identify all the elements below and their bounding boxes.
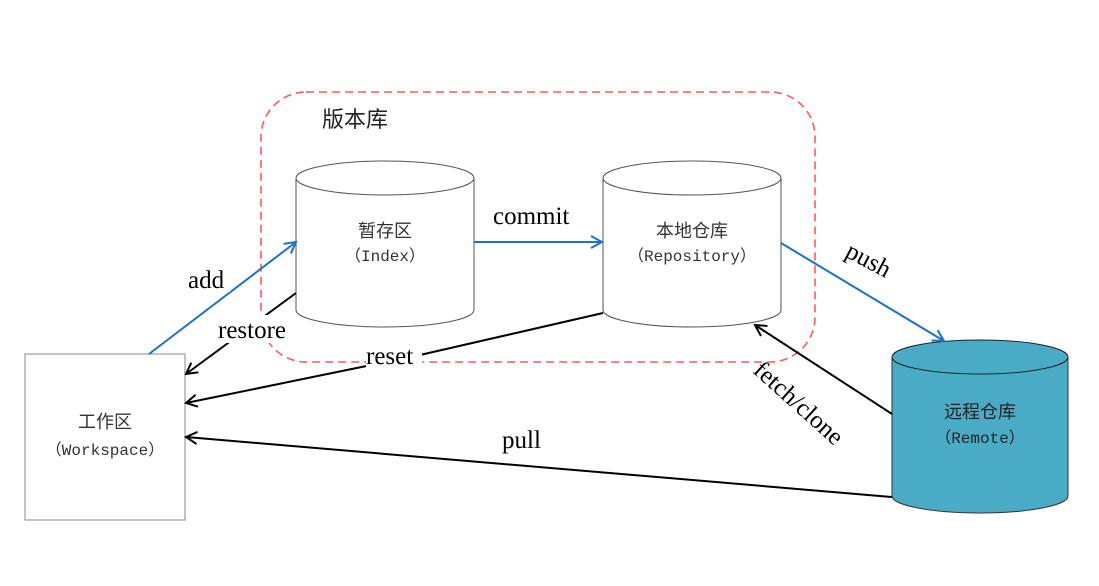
workspace-node: 工作区 （Workspace） — [24, 353, 186, 521]
fetch-clone-arrow — [755, 325, 893, 415]
index-sub: （Index） — [345, 247, 425, 266]
push-arrow — [780, 242, 944, 341]
restore-label: restore — [218, 317, 286, 344]
workspace-sub: （Workspace） — [46, 441, 164, 460]
pull-label: pull — [502, 427, 541, 454]
add-arrow — [148, 242, 296, 355]
fetch-clone-label: fetch/clone — [748, 356, 849, 450]
repository-group-border — [260, 91, 816, 363]
pull-arrow — [186, 437, 893, 498]
repository-node: 本地仓库 （Repository） — [602, 160, 782, 328]
remote-node: 远程仓库 （Remote） — [891, 339, 1069, 514]
reset-label: reset — [366, 343, 413, 370]
commit-label: commit — [493, 203, 569, 230]
repository-group-label: 版本库 — [322, 108, 388, 133]
repository-sub: （Repository） — [628, 247, 756, 266]
index-name: 暂存区 — [358, 221, 412, 242]
index-node: 暂存区 （Index） — [295, 160, 475, 328]
workspace-name: 工作区 — [78, 412, 132, 433]
remote-sub: （Remote） — [935, 429, 1025, 448]
push-label: push — [841, 237, 896, 283]
add-label: add — [188, 267, 225, 294]
repository-name: 本地仓库 — [656, 221, 728, 242]
remote-name: 远程仓库 — [944, 402, 1016, 423]
